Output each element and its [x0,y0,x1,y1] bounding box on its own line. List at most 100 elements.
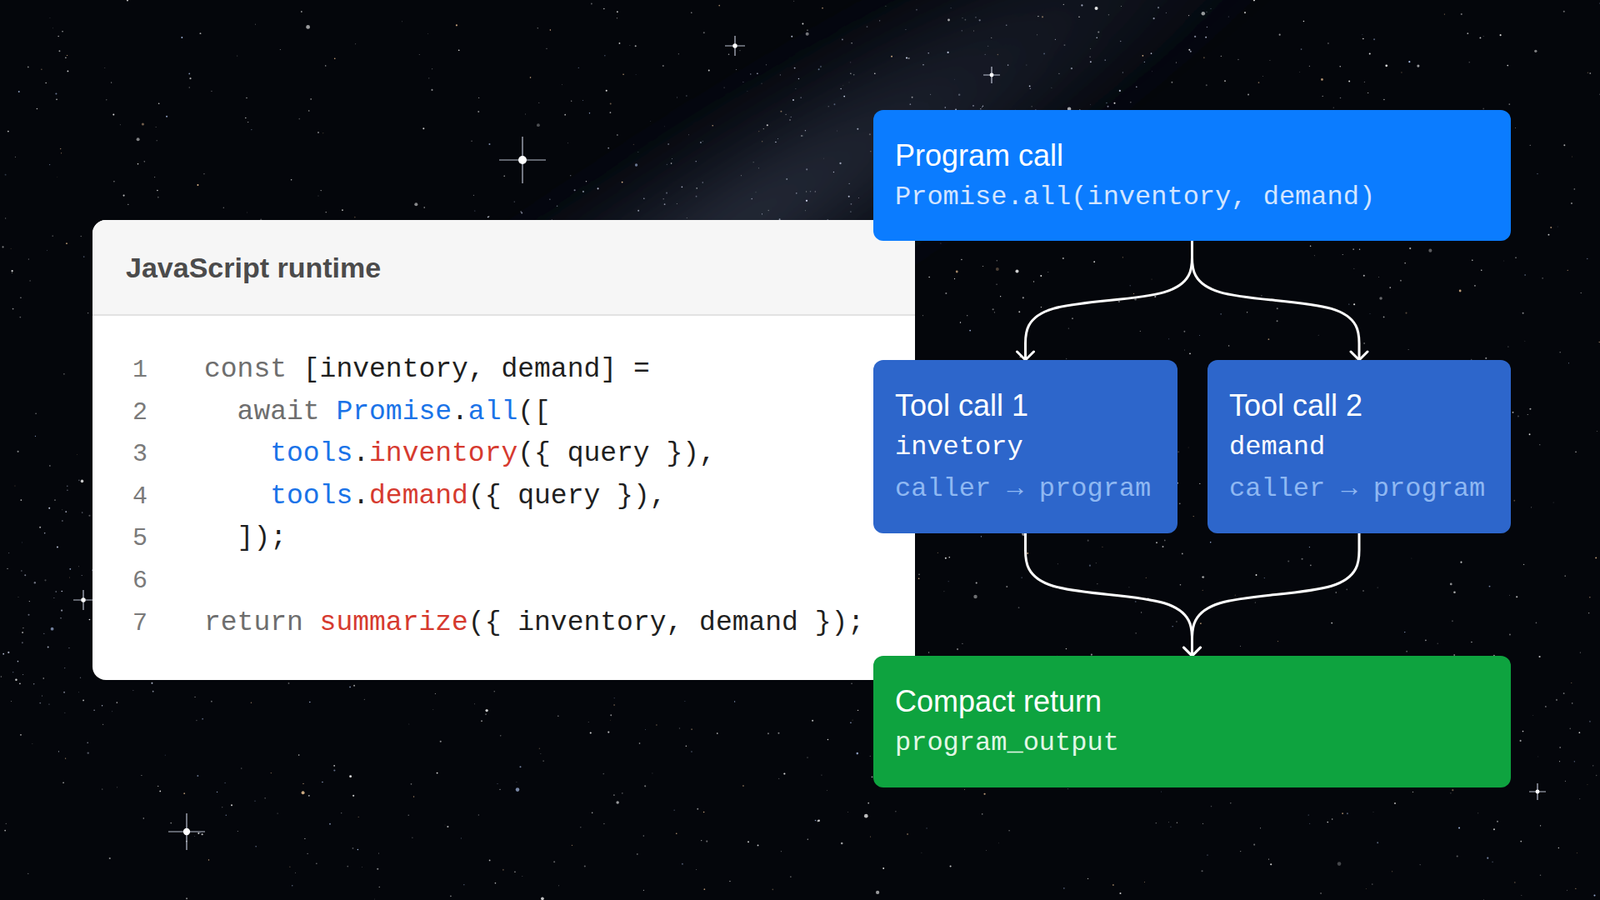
star [31,743,34,745]
star [997,842,1000,845]
star [925,827,927,829]
star [83,255,85,258]
star [1530,506,1532,508]
star [8,552,10,554]
star [665,192,668,195]
star [1545,705,1546,707]
star [48,507,50,510]
star [955,270,959,274]
star [183,792,185,795]
star [45,82,46,84]
star [360,866,363,869]
star [0,675,2,677]
star [828,105,830,107]
star [980,535,982,537]
star [65,757,66,759]
star [489,860,491,862]
star [908,57,910,60]
star [1405,650,1408,653]
star [86,741,88,743]
star [994,311,995,313]
star [225,815,227,816]
star [521,875,524,878]
star [643,835,645,836]
star [985,54,986,55]
star [817,819,820,822]
star [1078,15,1080,18]
star [194,696,195,698]
star [60,590,63,593]
star [843,95,845,98]
star [635,163,638,166]
star [515,781,518,784]
star [304,838,305,840]
star [1565,575,1566,576]
star [610,111,612,114]
star [621,181,624,184]
star [1080,4,1083,6]
star [850,73,851,75]
star [851,720,853,721]
star [728,53,730,55]
star [15,678,17,680]
star [870,755,871,757]
star [840,842,844,845]
star [67,70,70,72]
star [69,568,71,570]
star [805,32,810,36]
star [93,710,95,711]
star [1120,40,1121,42]
star [17,595,20,598]
star [1008,830,1010,831]
star [432,709,435,711]
star [570,100,572,102]
star [585,180,587,182]
star [790,875,791,877]
star [310,98,312,100]
star [780,110,782,113]
star [842,85,845,87]
star [1485,357,1487,360]
star [308,110,310,111]
star [1050,86,1053,89]
star [195,720,198,722]
star [920,851,923,854]
star [317,131,320,134]
star [1409,247,1411,250]
star [964,788,966,790]
star [150,682,153,685]
star [1580,651,1581,653]
star [1586,258,1588,260]
star [116,701,119,704]
star [1503,260,1505,262]
star [1095,562,1097,565]
star [760,82,763,85]
star [1532,714,1535,716]
star [616,17,618,19]
star [975,581,978,584]
star [123,195,125,197]
star [279,48,281,50]
star [77,565,80,568]
star [1202,590,1204,591]
star [1353,267,1355,270]
star [80,480,85,484]
star [1276,320,1279,322]
star [1517,415,1520,417]
star [1529,408,1531,410]
star [700,141,702,144]
star [1459,290,1462,293]
star [1348,303,1350,305]
star [850,203,853,205]
star [112,113,115,115]
star [1062,257,1065,260]
star [353,685,355,687]
star [1155,822,1157,824]
star [495,882,497,885]
star [210,90,212,92]
star [1563,692,1565,695]
star [800,135,803,137]
star [670,158,673,160]
star [1595,557,1597,560]
star [542,760,544,761]
